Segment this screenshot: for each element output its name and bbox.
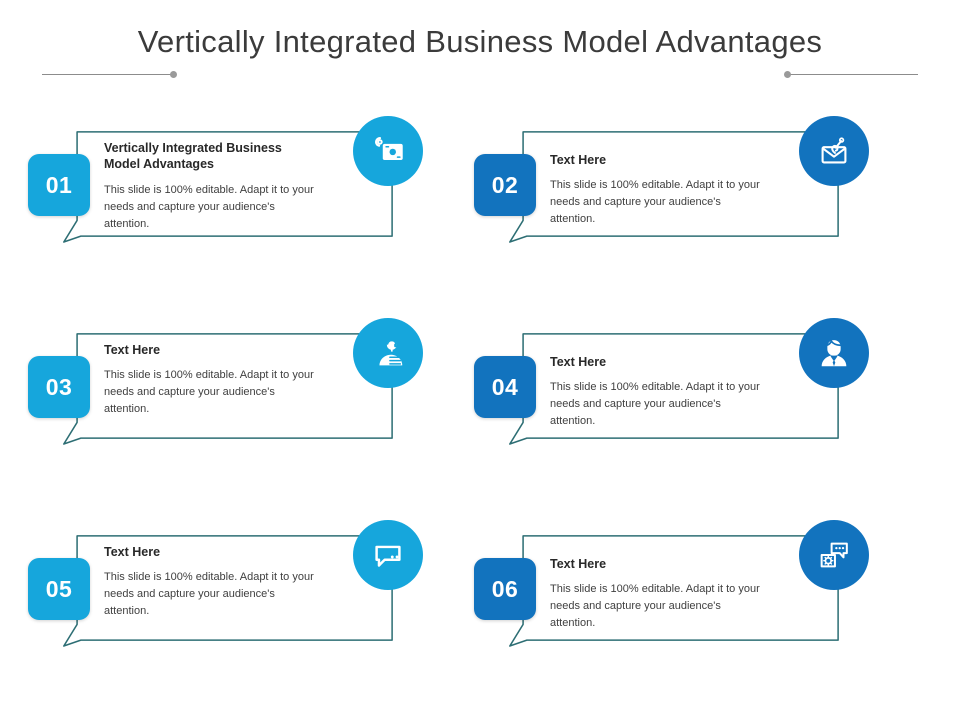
card-text-block: Text Here This slide is 100% editable. A…: [550, 556, 762, 632]
card-description: This slide is 100% editable. Adapt it to…: [550, 381, 760, 428]
card-description: This slide is 100% editable. Adapt it to…: [104, 571, 314, 618]
card-number-badge: 06: [474, 558, 536, 620]
businessperson-icon[interactable]: [799, 318, 869, 388]
card-02[interactable]: 02 Text Here This slide is 100% editable…: [468, 116, 869, 276]
card-number: 05: [45, 575, 73, 602]
card-number-badge: 01: [28, 154, 90, 216]
card-text-block: Text Here This slide is 100% editable. A…: [104, 544, 316, 620]
support-agent-icon[interactable]: [353, 318, 423, 388]
chat-settings-icon[interactable]: [799, 520, 869, 590]
card-description: This slide is 100% editable. Adapt it to…: [104, 369, 314, 416]
page-title: Vertically Integrated Business Model Adv…: [137, 24, 823, 59]
card-text-block: Vertically Integrated Business Model Adv…: [104, 140, 316, 233]
card-03[interactable]: 03 Text Here This slide is 100% editable…: [22, 318, 423, 478]
card-heading: Text Here: [550, 355, 607, 369]
card-number-badge: 04: [474, 356, 536, 418]
card-description: This slide is 100% editable. Adapt it to…: [550, 583, 760, 630]
card-text-block: Text Here This slide is 100% editable. A…: [550, 152, 762, 228]
card-heading: Text Here: [550, 557, 607, 571]
card-heading: Text Here: [104, 343, 161, 357]
card-heading: Text Here: [104, 545, 161, 559]
email-hook-icon[interactable]: [799, 116, 869, 186]
card-number-badge: 02: [474, 154, 536, 216]
header-divider-right: [790, 74, 918, 75]
card-number-badge: 05: [28, 558, 90, 620]
card-description: This slide is 100% editable. Adapt it to…: [104, 183, 314, 230]
card-number-badge: 03: [28, 356, 90, 418]
card-number: 01: [45, 171, 73, 198]
header-dot-right: [784, 71, 791, 78]
price-tag-icon[interactable]: [353, 116, 423, 186]
card-text-block: Text Here This slide is 100% editable. A…: [550, 354, 762, 430]
card-heading: Text Here: [550, 153, 607, 167]
card-text-block: Text Here This slide is 100% editable. A…: [104, 342, 316, 418]
card-description: This slide is 100% editable. Adapt it to…: [550, 179, 760, 226]
card-heading: Vertically Integrated Business Model Adv…: [104, 141, 282, 172]
card-01[interactable]: 01 Vertically Integrated Business Model …: [22, 116, 423, 276]
card-05[interactable]: 05 Text Here This slide is 100% editable…: [22, 520, 423, 680]
header-divider-left: [42, 74, 174, 75]
header-dot-left: [170, 71, 177, 78]
card-04[interactable]: 04 Text Here This slide is 100% editable…: [468, 318, 869, 478]
card-number: 02: [491, 171, 519, 198]
card-number: 03: [45, 373, 73, 400]
card-number: 04: [491, 373, 519, 400]
chat-bubble-icon[interactable]: [353, 520, 423, 590]
slide-header: Vertically Integrated Business Model Adv…: [0, 0, 960, 96]
card-grid: 01 Vertically Integrated Business Model …: [0, 96, 960, 720]
card-06[interactable]: 06 Text Here This slide is 100% editable…: [468, 520, 869, 680]
card-number: 06: [491, 575, 519, 602]
